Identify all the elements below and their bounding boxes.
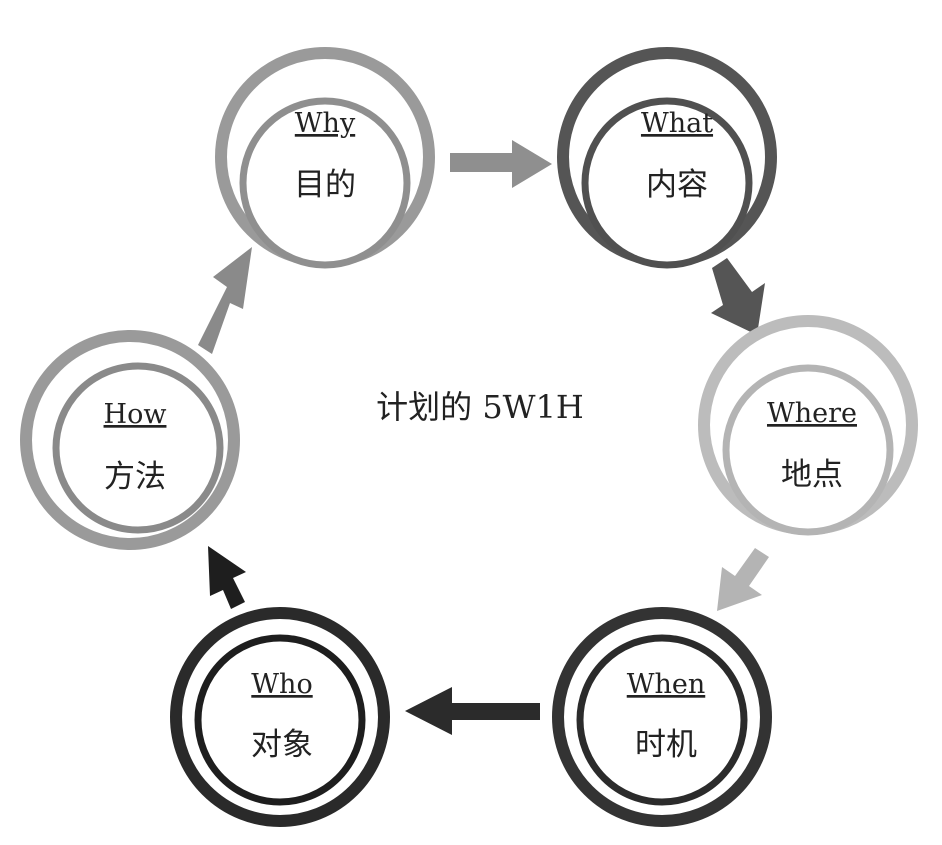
arrow-shape [711,258,765,335]
node-inner-ring [239,97,411,269]
arrow-who-to-how [208,546,246,609]
arrow-shape [717,548,769,611]
arrow-when-to-who [405,687,540,735]
node-outer-ring [170,607,390,827]
arrow-how-to-why [198,247,252,354]
node-inner-ring [576,634,748,806]
arrow-shape [198,247,252,354]
node-why: Why 目的 [215,47,435,269]
arrow-why-to-what [450,140,552,188]
node-what: What 内容 [557,47,777,269]
node-inner-ring [722,364,894,536]
node-zh-label: 地点 [781,457,843,493]
node-outer-ring [552,607,772,827]
node-outer-ring [20,330,240,550]
node-en-label: Where [767,398,857,429]
node-inner-ring [52,362,224,534]
node-inner-ring [581,97,753,269]
arrow-shape [208,546,246,609]
node-zh-label: 对象 [251,727,313,763]
node-en-label: How [104,399,167,430]
node-en-label: Why [295,108,356,139]
arrow-what-to-where [711,258,765,335]
node-where: Where 地点 [698,315,918,536]
diagram-title: 计划的 5W1H [376,388,584,426]
node-zh-label: 内容 [646,167,708,203]
node-zh-label: 目的 [294,167,356,203]
node-inner-ring [194,634,366,806]
node-zh-label: 方法 [104,459,166,495]
node-en-label: When [627,669,706,700]
arrow-shape [450,140,552,188]
node-when: When 时机 [552,607,772,827]
node-who: Who 对象 [170,607,390,827]
node-en-label: What [641,108,713,139]
node-en-label: Who [251,669,312,700]
node-zh-label: 时机 [635,727,697,763]
arrow-where-to-when [717,548,769,611]
node-how: How 方法 [20,330,240,550]
arrow-shape [405,687,540,735]
